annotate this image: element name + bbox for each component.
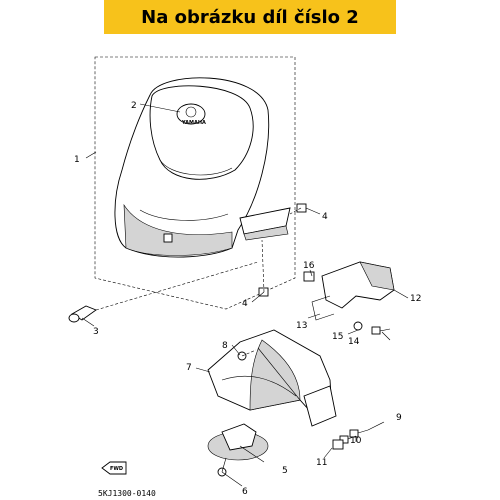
clip-nut-4b — [258, 287, 269, 297]
cowl-clip — [163, 233, 173, 243]
callout-3: 3 — [93, 327, 99, 337]
washer-15 — [353, 321, 363, 331]
nut-11 — [332, 439, 344, 450]
callout-13: 13 — [296, 321, 307, 331]
callout-14: 14 — [348, 337, 360, 347]
inner-fender-part-7 — [207, 329, 337, 427]
bolt-8 — [237, 349, 257, 361]
front-cowl — [114, 77, 291, 258]
callout-9: 9 — [396, 413, 402, 423]
callout-15: 15 — [332, 332, 343, 342]
banner-text: Na obrázku díl číslo 2 — [141, 6, 359, 28]
bolt-10 — [339, 435, 357, 444]
fwd-label: FWD — [110, 466, 123, 472]
callout-7: 7 — [186, 363, 192, 373]
drawing-code: 5KJ1300-0140 — [98, 489, 156, 498]
clip-nut-4a — [296, 203, 307, 213]
emblem-part-2: YAMAHA — [176, 103, 206, 126]
assembly-frame — [94, 56, 296, 310]
callout-16: 16 — [303, 261, 315, 271]
callout-4b: 4 — [242, 299, 248, 309]
fwd-arrow: FWD — [101, 461, 127, 475]
logo-text: YAMAHA — [181, 120, 206, 126]
screw-part-6 — [217, 457, 227, 477]
bracket-part-12 — [311, 261, 395, 321]
bolt-16 — [303, 271, 315, 282]
callout-11: 11 — [316, 458, 327, 468]
callout-12: 12 — [410, 294, 421, 304]
callout-8: 8 — [222, 341, 228, 351]
callout-6: 6 — [242, 487, 248, 497]
callout-1: 1 — [74, 155, 80, 165]
callout-10: 10 — [350, 436, 362, 446]
callout-5: 5 — [282, 466, 288, 476]
title-banner: Na obrázku díl číslo 2 — [104, 0, 396, 34]
rubber-pad-part-5 — [207, 423, 269, 461]
callout-4a: 4 — [322, 212, 328, 222]
bolt-14 — [371, 326, 391, 335]
callout-2: 2 — [131, 101, 137, 111]
screw-part-3 — [68, 305, 97, 323]
